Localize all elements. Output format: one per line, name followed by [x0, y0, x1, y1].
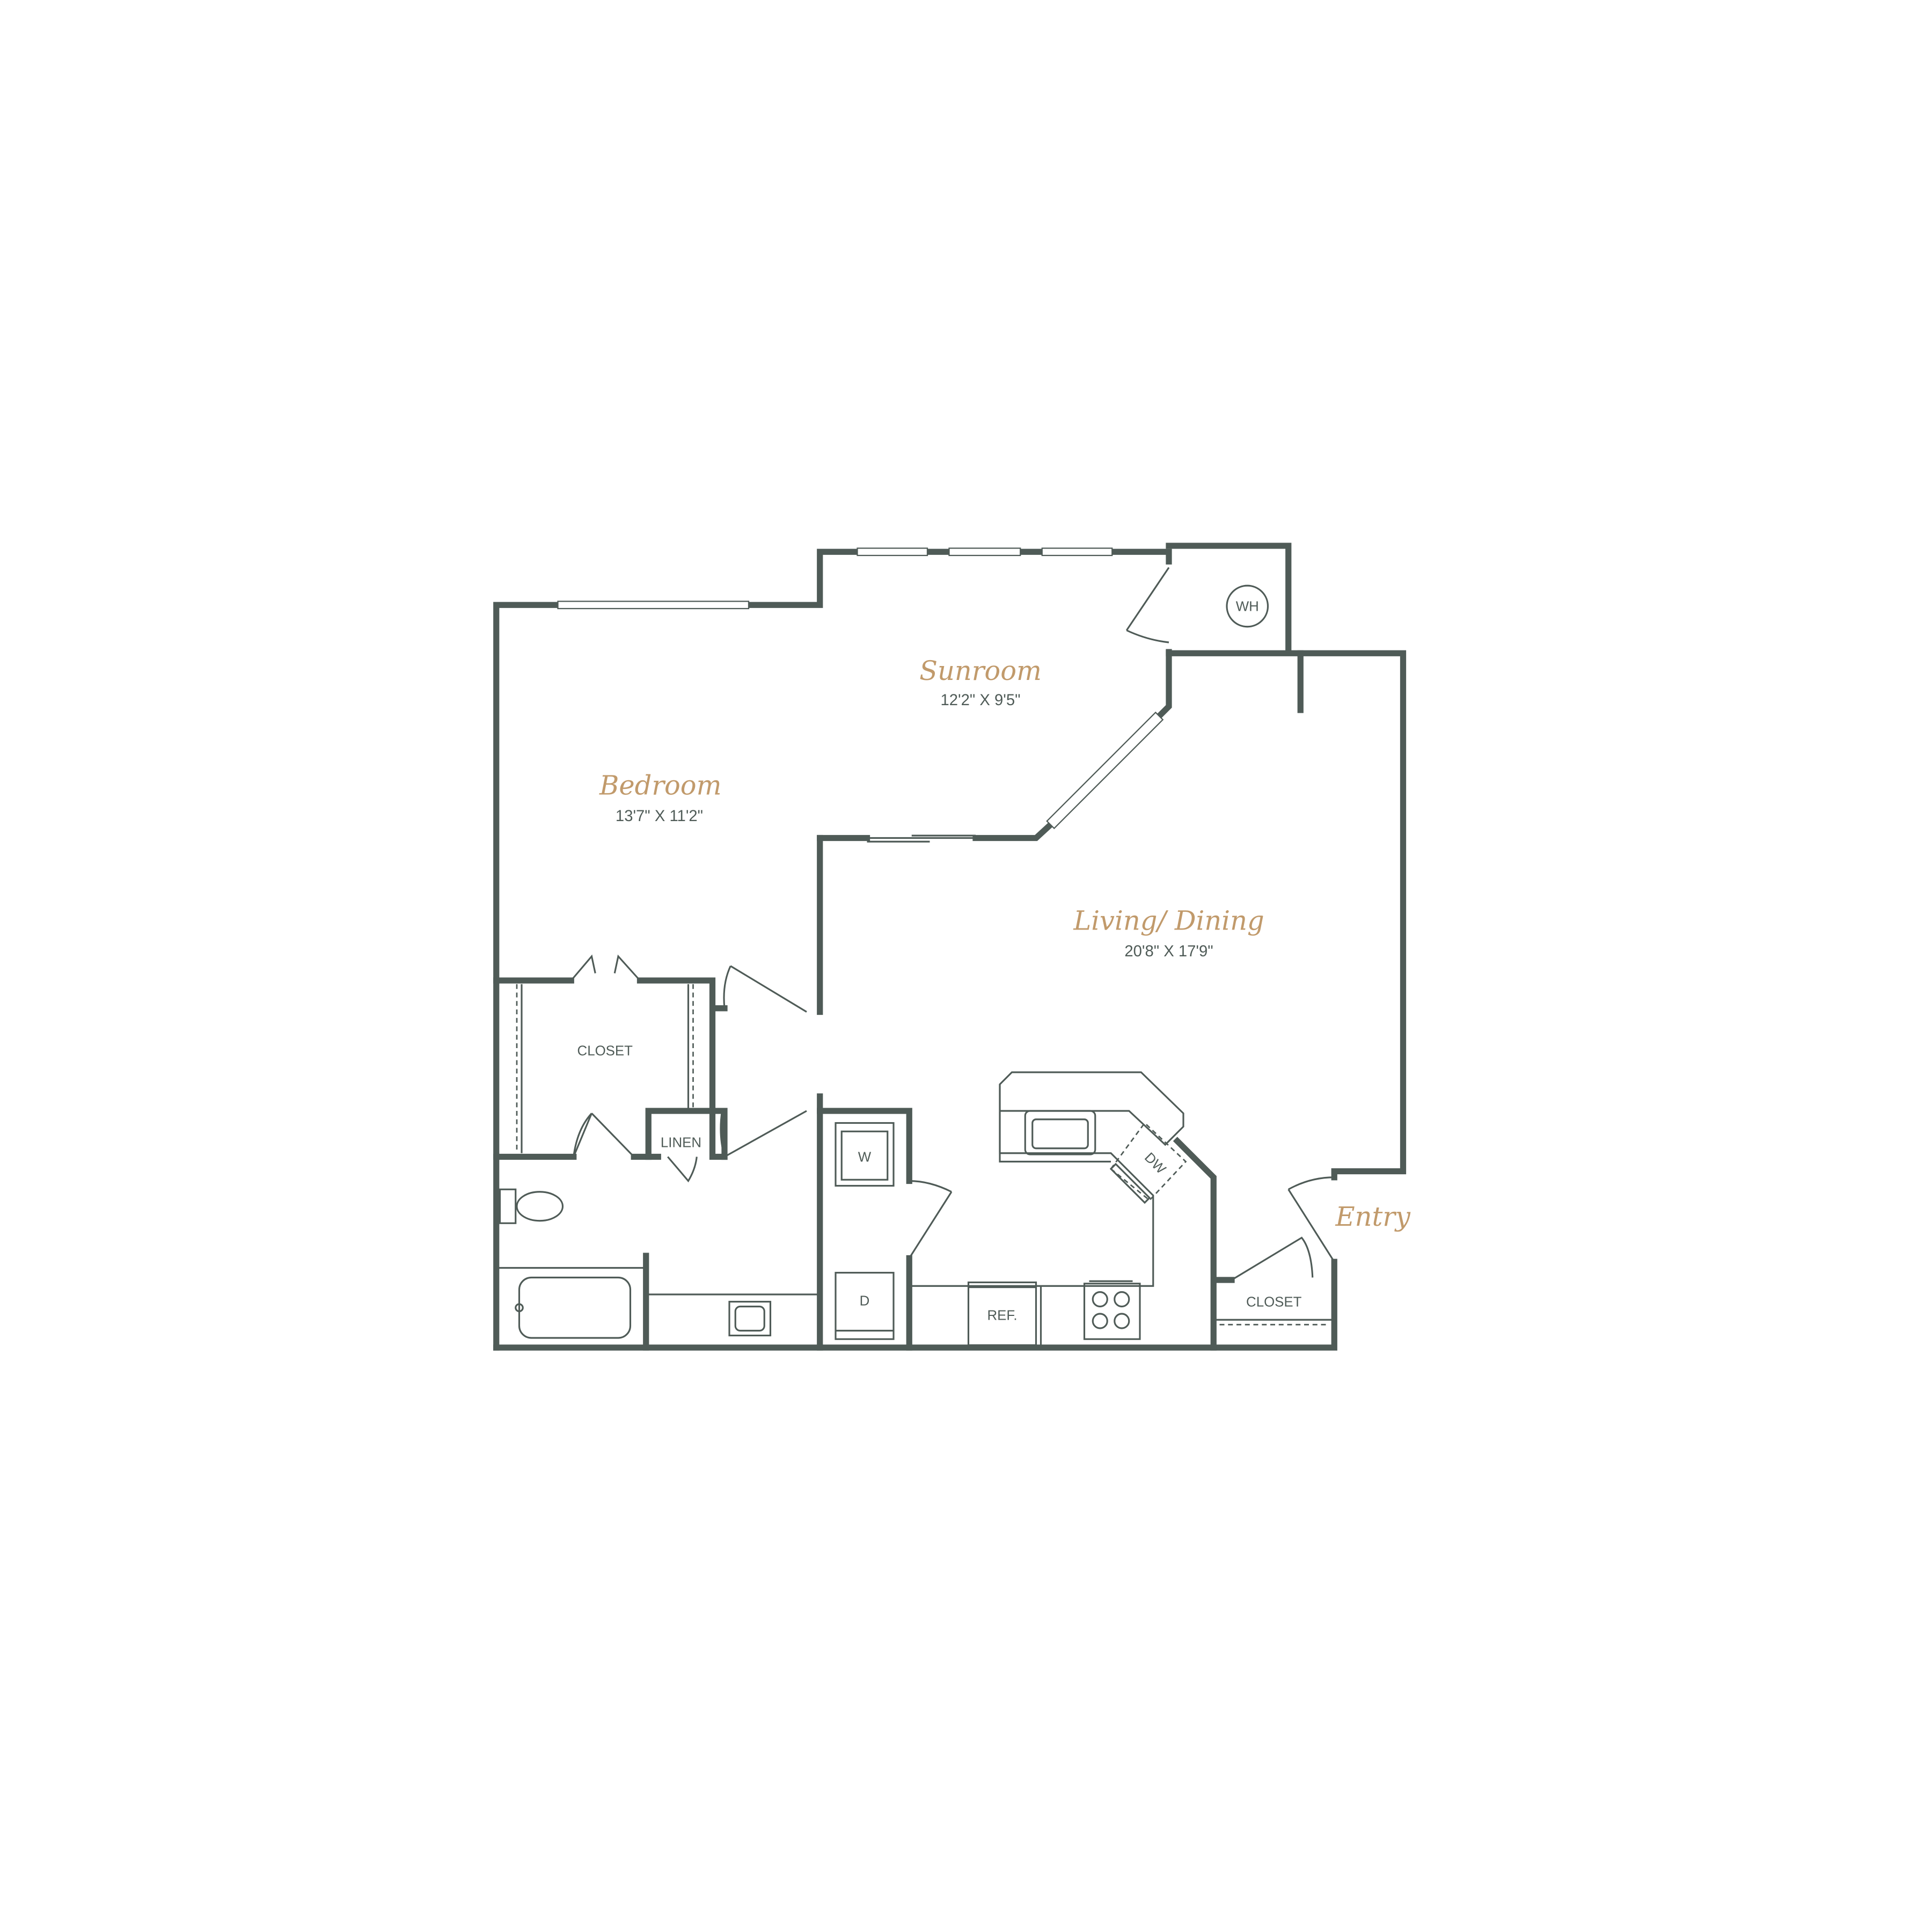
- sunroom-label: Sunroom: [919, 655, 1042, 686]
- water-heater-label: WH: [1236, 599, 1259, 614]
- entry-closet-label: CLOSET: [1246, 1295, 1302, 1310]
- dishwasher-label: DW: [1141, 1150, 1169, 1177]
- refrigerator-label: REF.: [987, 1308, 1017, 1323]
- doors: [570, 567, 1335, 1326]
- living-dining-dimensions: 20'8" X 17'9": [1124, 943, 1213, 960]
- washer-label: W: [858, 1150, 872, 1165]
- bedroom-dimensions: 13'7" X 11'2": [616, 808, 703, 825]
- windows: [557, 547, 1164, 843]
- walls: [493, 543, 1407, 1351]
- closet-rods: [516, 984, 694, 1153]
- bedroom-closet-label: CLOSET: [577, 1044, 633, 1059]
- closet-shelves: [521, 984, 690, 1153]
- bedroom-label: Bedroom: [599, 770, 722, 801]
- living-dining-label: Living/ Dining: [1073, 905, 1264, 936]
- dryer-label: D: [860, 1293, 870, 1308]
- linen-label: LINEN: [661, 1136, 701, 1151]
- entry-label: Entry: [1335, 1201, 1411, 1232]
- bathroom-fixtures: [499, 1188, 820, 1339]
- kitchen-fixtures: [835, 584, 1269, 1348]
- sunroom-dimensions: 12'2" X 9'5": [940, 692, 1020, 709]
